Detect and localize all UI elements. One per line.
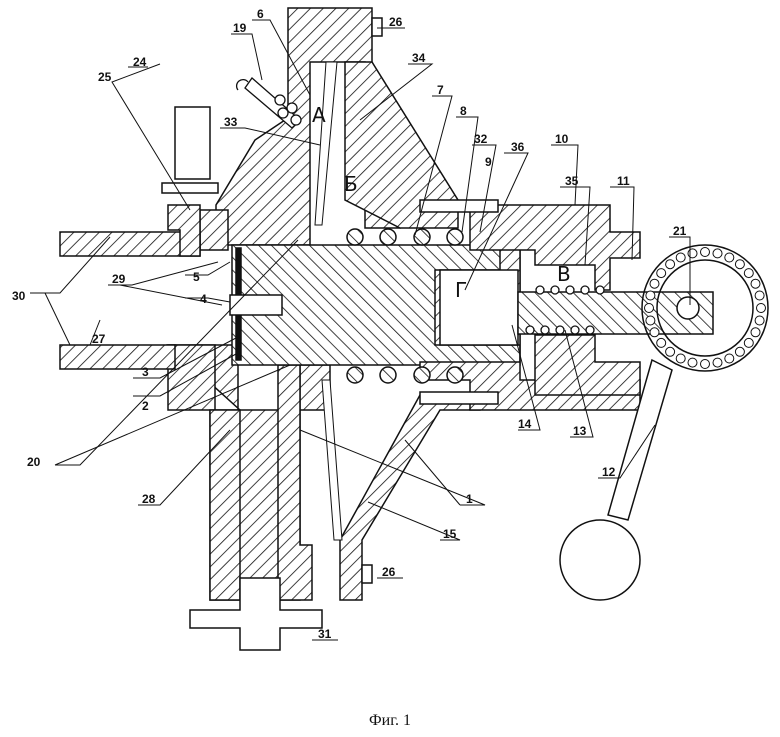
gear-tooth	[646, 316, 655, 325]
label-6: 6	[257, 7, 264, 21]
label-27: 27	[92, 332, 106, 346]
gear-tooth	[713, 249, 722, 258]
gear-tooth	[755, 316, 764, 325]
part-24-base	[162, 183, 218, 193]
label-2: 2	[142, 399, 149, 413]
figure-caption: Фиг. 1	[0, 712, 780, 730]
label-31: 31	[318, 627, 332, 641]
label-13: 13	[573, 424, 587, 438]
label-3: 3	[142, 365, 149, 379]
label-24: 24	[133, 55, 147, 69]
label-8: 8	[460, 104, 467, 118]
gear-tooth	[755, 291, 764, 300]
gear-tooth	[666, 260, 675, 269]
gear-tooth	[744, 338, 753, 347]
gear-tooth	[645, 304, 654, 313]
part-24-body	[175, 107, 210, 179]
label-26-bottom: 26	[382, 565, 396, 579]
label-11: 11	[617, 174, 630, 188]
label-14: 14	[518, 417, 532, 431]
gear-tooth	[757, 304, 766, 313]
label-19: 19	[233, 21, 247, 35]
lower-channel	[322, 380, 342, 540]
gear-tooth	[725, 253, 734, 262]
gear-tooth	[713, 358, 722, 367]
channel	[315, 62, 337, 225]
bottom-bolt	[362, 565, 372, 583]
label-36: 36	[511, 140, 525, 154]
gear-tooth	[751, 279, 760, 288]
label-4: 4	[200, 292, 207, 306]
label-5: 5	[193, 270, 200, 284]
top-bolt	[372, 18, 382, 36]
gear-tooth	[725, 354, 734, 363]
label-1: 1	[466, 492, 473, 506]
lower-cone	[340, 395, 480, 600]
label-9: 9	[485, 155, 492, 169]
gear-tooth	[701, 248, 710, 257]
bracket-lower	[420, 392, 498, 404]
gear-tooth	[676, 354, 685, 363]
lower-column	[210, 410, 240, 600]
label-10: 10	[555, 132, 569, 146]
piston-chamber	[440, 270, 518, 345]
gear-tooth	[676, 253, 685, 262]
gear-tooth	[650, 279, 659, 288]
zone-a: А	[312, 103, 326, 127]
gear-tooth	[657, 269, 666, 278]
gear-tooth	[735, 347, 744, 356]
left-block	[200, 210, 228, 250]
gear-tooth	[744, 269, 753, 278]
label-25: 25	[98, 70, 112, 84]
gear-tooth	[657, 338, 666, 347]
label-32: 32	[474, 132, 488, 146]
gear-tooth	[688, 249, 697, 258]
label-26-top: 26	[389, 15, 403, 29]
key	[230, 295, 282, 315]
label-30: 30	[12, 289, 26, 303]
upper-flange	[60, 232, 200, 256]
gear-tooth	[650, 328, 659, 337]
gear-tooth	[751, 328, 760, 337]
label-20: 20	[27, 455, 41, 469]
label-21: 21	[673, 224, 687, 238]
label-7: 7	[437, 83, 444, 97]
right-housing-lower	[535, 335, 640, 395]
zone-b: Б	[344, 172, 358, 196]
gear-tooth	[735, 260, 744, 269]
label-12: 12	[602, 465, 616, 479]
bracket-upper	[420, 200, 498, 212]
label-35: 35	[565, 174, 579, 188]
label-29: 29	[112, 272, 126, 286]
gear-tooth	[688, 358, 697, 367]
lower-flange	[60, 345, 175, 369]
gear-tooth	[666, 347, 675, 356]
zone-g: Г	[455, 278, 467, 302]
label-33: 33	[224, 115, 238, 129]
gear-tooth	[646, 291, 655, 300]
label-28: 28	[142, 492, 156, 506]
zone-v: В	[557, 262, 571, 286]
gear-tooth	[701, 360, 710, 369]
label-34: 34	[412, 51, 426, 65]
label-15: 15	[443, 527, 457, 541]
